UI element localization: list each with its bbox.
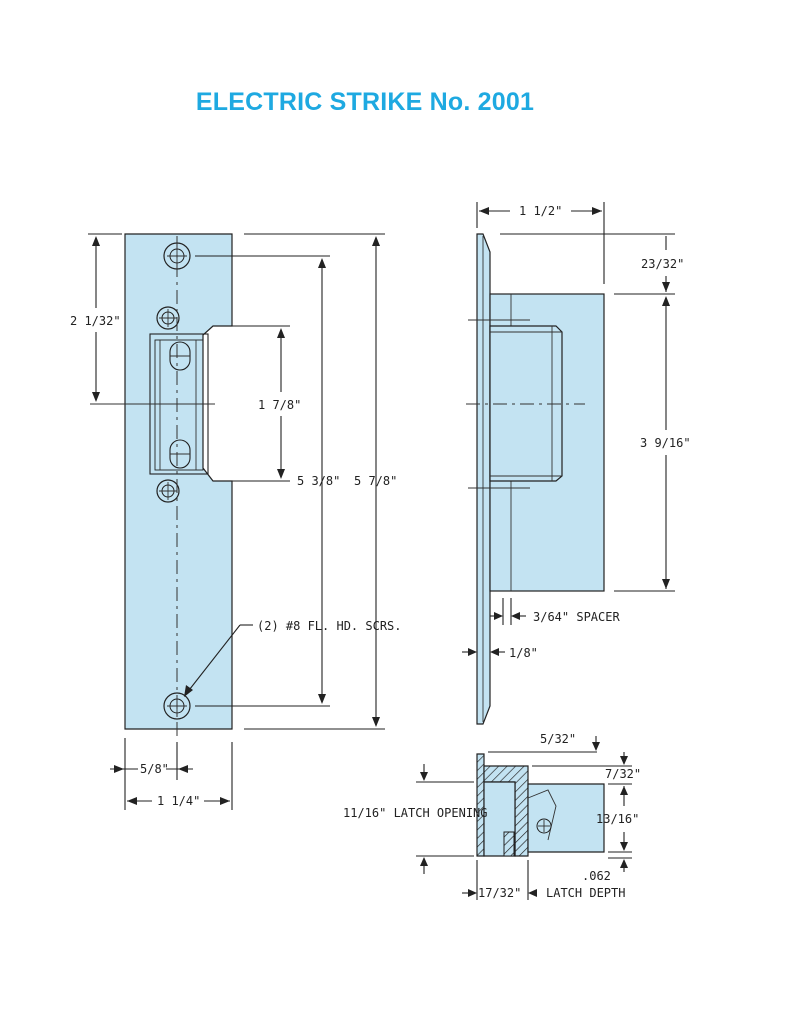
- dim-1-1-4: 1 1/4": [157, 794, 200, 808]
- side-faceplate: [476, 233, 491, 725]
- section-faceplate: [476, 753, 485, 857]
- section-view: 5/32" 7/32" 11/16" LATCH OPENING 13/16" …: [343, 732, 641, 900]
- screw-hole-lower-keeper: [156, 479, 180, 503]
- section-pivot: [536, 818, 552, 834]
- screw-hole-upper-keeper: [156, 306, 180, 330]
- keeper-inner: [154, 339, 204, 471]
- dim-13-16: 13/16": [596, 812, 639, 826]
- dim-2-1-32: 2 1/32": [70, 314, 121, 328]
- section-body: [527, 783, 605, 853]
- drawing-title: ELECTRIC STRIKE No. 2001: [195, 88, 535, 116]
- dim-7-32: 7/32": [605, 767, 641, 781]
- dim-5-3-8: 5 3/8": [297, 474, 340, 488]
- front-view: 2 1/32" 1 7/8" 5 3/8" 5 7/8" (2) #8 FL. …: [70, 233, 402, 810]
- label-latch-depth: LATCH DEPTH: [546, 886, 625, 900]
- dim-latch-opening: 11/16" LATCH OPENING: [343, 806, 488, 820]
- side-view: 1 1/2" 23/32" 3 9/16" 3/64" SPACER 1/8": [462, 202, 691, 725]
- dim-5-7-8: 5 7/8": [354, 474, 397, 488]
- dim-3-9-16: 3 9/16": [640, 436, 691, 450]
- dim-062: .062: [582, 869, 611, 883]
- dim-17-32: 17/32": [478, 886, 521, 900]
- dim-5-8: 5/8": [140, 762, 169, 776]
- dim-1-7-8: 1 7/8": [258, 398, 301, 412]
- dim-5-32: 5/32": [540, 732, 576, 746]
- screw-note: (2) #8 FL. HD. SCRS.: [257, 619, 402, 633]
- dim-1-8: 1/8": [509, 646, 538, 660]
- dim-spacer: 3/64" SPACER: [533, 610, 620, 624]
- dim-1-1-2: 1 1/2": [519, 204, 562, 218]
- dim-23-32: 23/32": [641, 257, 684, 271]
